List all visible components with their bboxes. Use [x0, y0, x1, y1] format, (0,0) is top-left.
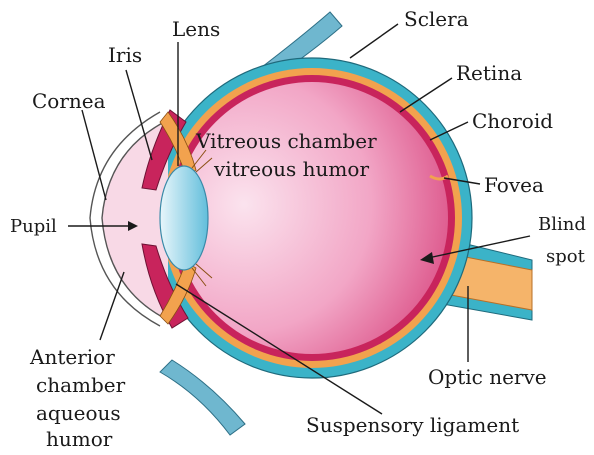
lower-eye-muscle: [160, 360, 245, 435]
label-fovea: Fovea: [484, 173, 544, 197]
label-retina: Retina: [456, 61, 522, 85]
label-chamber: chamber: [36, 373, 126, 397]
label-sclera: Sclera: [404, 7, 469, 31]
label-blind: Blind: [538, 214, 586, 235]
label-vitreous-chamber: Vitreous chamber: [195, 129, 377, 153]
label-vitreous-humor: vitreous humor: [213, 157, 369, 181]
label-choroid: Choroid: [472, 109, 553, 133]
label-aqueous: aqueous: [36, 401, 121, 425]
label-pupil: Pupil: [10, 216, 57, 237]
leader-cornea: [82, 110, 106, 200]
label-suspensory-ligament: Suspensory ligament: [306, 413, 519, 437]
label-lens: Lens: [172, 17, 220, 41]
label-iris: Iris: [108, 43, 142, 67]
label-cornea: Cornea: [32, 89, 106, 113]
label-humor: humor: [46, 427, 113, 451]
label-optic-nerve: Optic nerve: [428, 365, 547, 389]
vitreous-chamber: [176, 82, 448, 354]
label-anterior: Anterior: [29, 345, 115, 369]
lens-shape: [160, 166, 208, 270]
leader-sclera: [350, 24, 398, 58]
label-spot: spot: [546, 246, 586, 267]
